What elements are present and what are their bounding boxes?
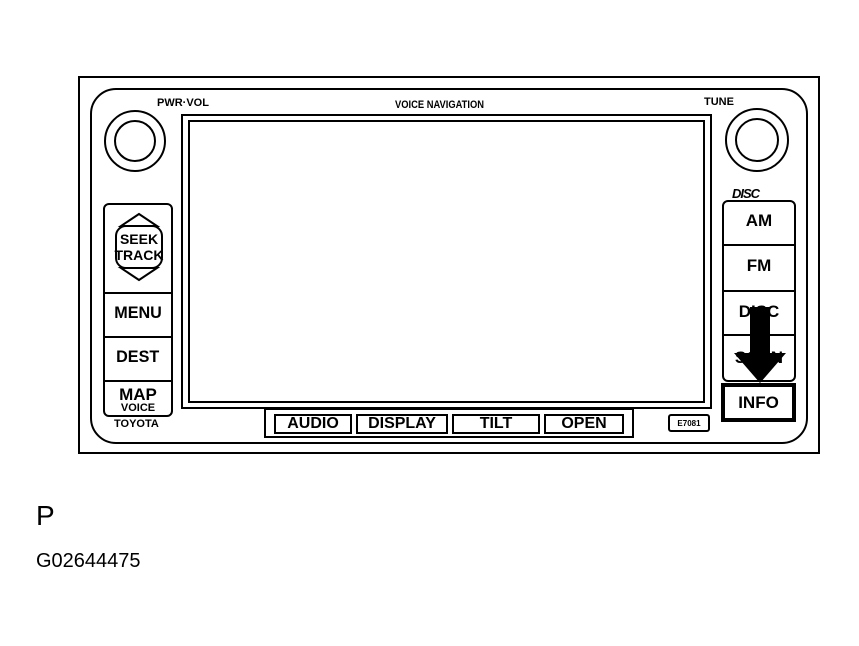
pwr-vol-knob-inner: [114, 120, 156, 162]
pwr-vol-label: PWR·VOL: [157, 97, 209, 109]
bottom-button-bar: [264, 408, 634, 438]
voice-navigation-label: VOICE NAVIGATION: [395, 99, 485, 111]
figure-badge: E7081: [668, 414, 710, 432]
menu-button[interactable]: MENU: [103, 292, 173, 332]
left-button-column: [103, 203, 173, 417]
info-label: INFO: [738, 392, 779, 412]
down-arrow-pointer-icon: [734, 307, 786, 383]
tune-knob-inner: [735, 118, 779, 162]
tune-label: TUNE: [704, 96, 734, 108]
open-button[interactable]: OPEN: [544, 414, 624, 434]
display-screen[interactable]: [188, 120, 705, 403]
am-label: AM: [745, 211, 773, 230]
panel-bezel: [90, 88, 808, 444]
track-label: TRACK: [114, 247, 164, 263]
tilt-label: TILT: [479, 415, 513, 432]
am-button[interactable]: AM: [722, 200, 796, 242]
tune-knob[interactable]: [725, 108, 789, 172]
figure-letter: P: [36, 500, 55, 531]
display-label: DISPLAY: [368, 415, 436, 432]
disc-logo: DISC: [732, 186, 760, 201]
fm-button[interactable]: FM: [722, 244, 796, 286]
seek-track-button[interactable]: SEEK TRACK: [112, 212, 166, 282]
display-button[interactable]: DISPLAY: [356, 414, 448, 434]
tilt-button[interactable]: TILT: [452, 414, 540, 434]
seek-track-arrows-icon: [115, 212, 163, 282]
map-voice-button[interactable]: [103, 380, 173, 415]
info-button[interactable]: INFO: [721, 383, 796, 422]
figure-code: G02644475: [36, 550, 141, 572]
fm-label: FM: [746, 256, 772, 275]
pwr-vol-knob[interactable]: [104, 110, 166, 172]
brand-label: TOYOTA: [114, 418, 159, 430]
dest-label: DEST: [116, 347, 160, 366]
open-label: OPEN: [561, 415, 607, 432]
audio-label: AUDIO: [287, 415, 339, 432]
menu-label: MENU: [114, 303, 162, 322]
map-label: MAP: [119, 385, 157, 404]
seek-label: SEEK: [119, 231, 159, 247]
voice-label: VOICE: [120, 402, 156, 414]
dest-button[interactable]: DEST: [103, 336, 173, 376]
audio-button[interactable]: AUDIO: [274, 414, 352, 434]
